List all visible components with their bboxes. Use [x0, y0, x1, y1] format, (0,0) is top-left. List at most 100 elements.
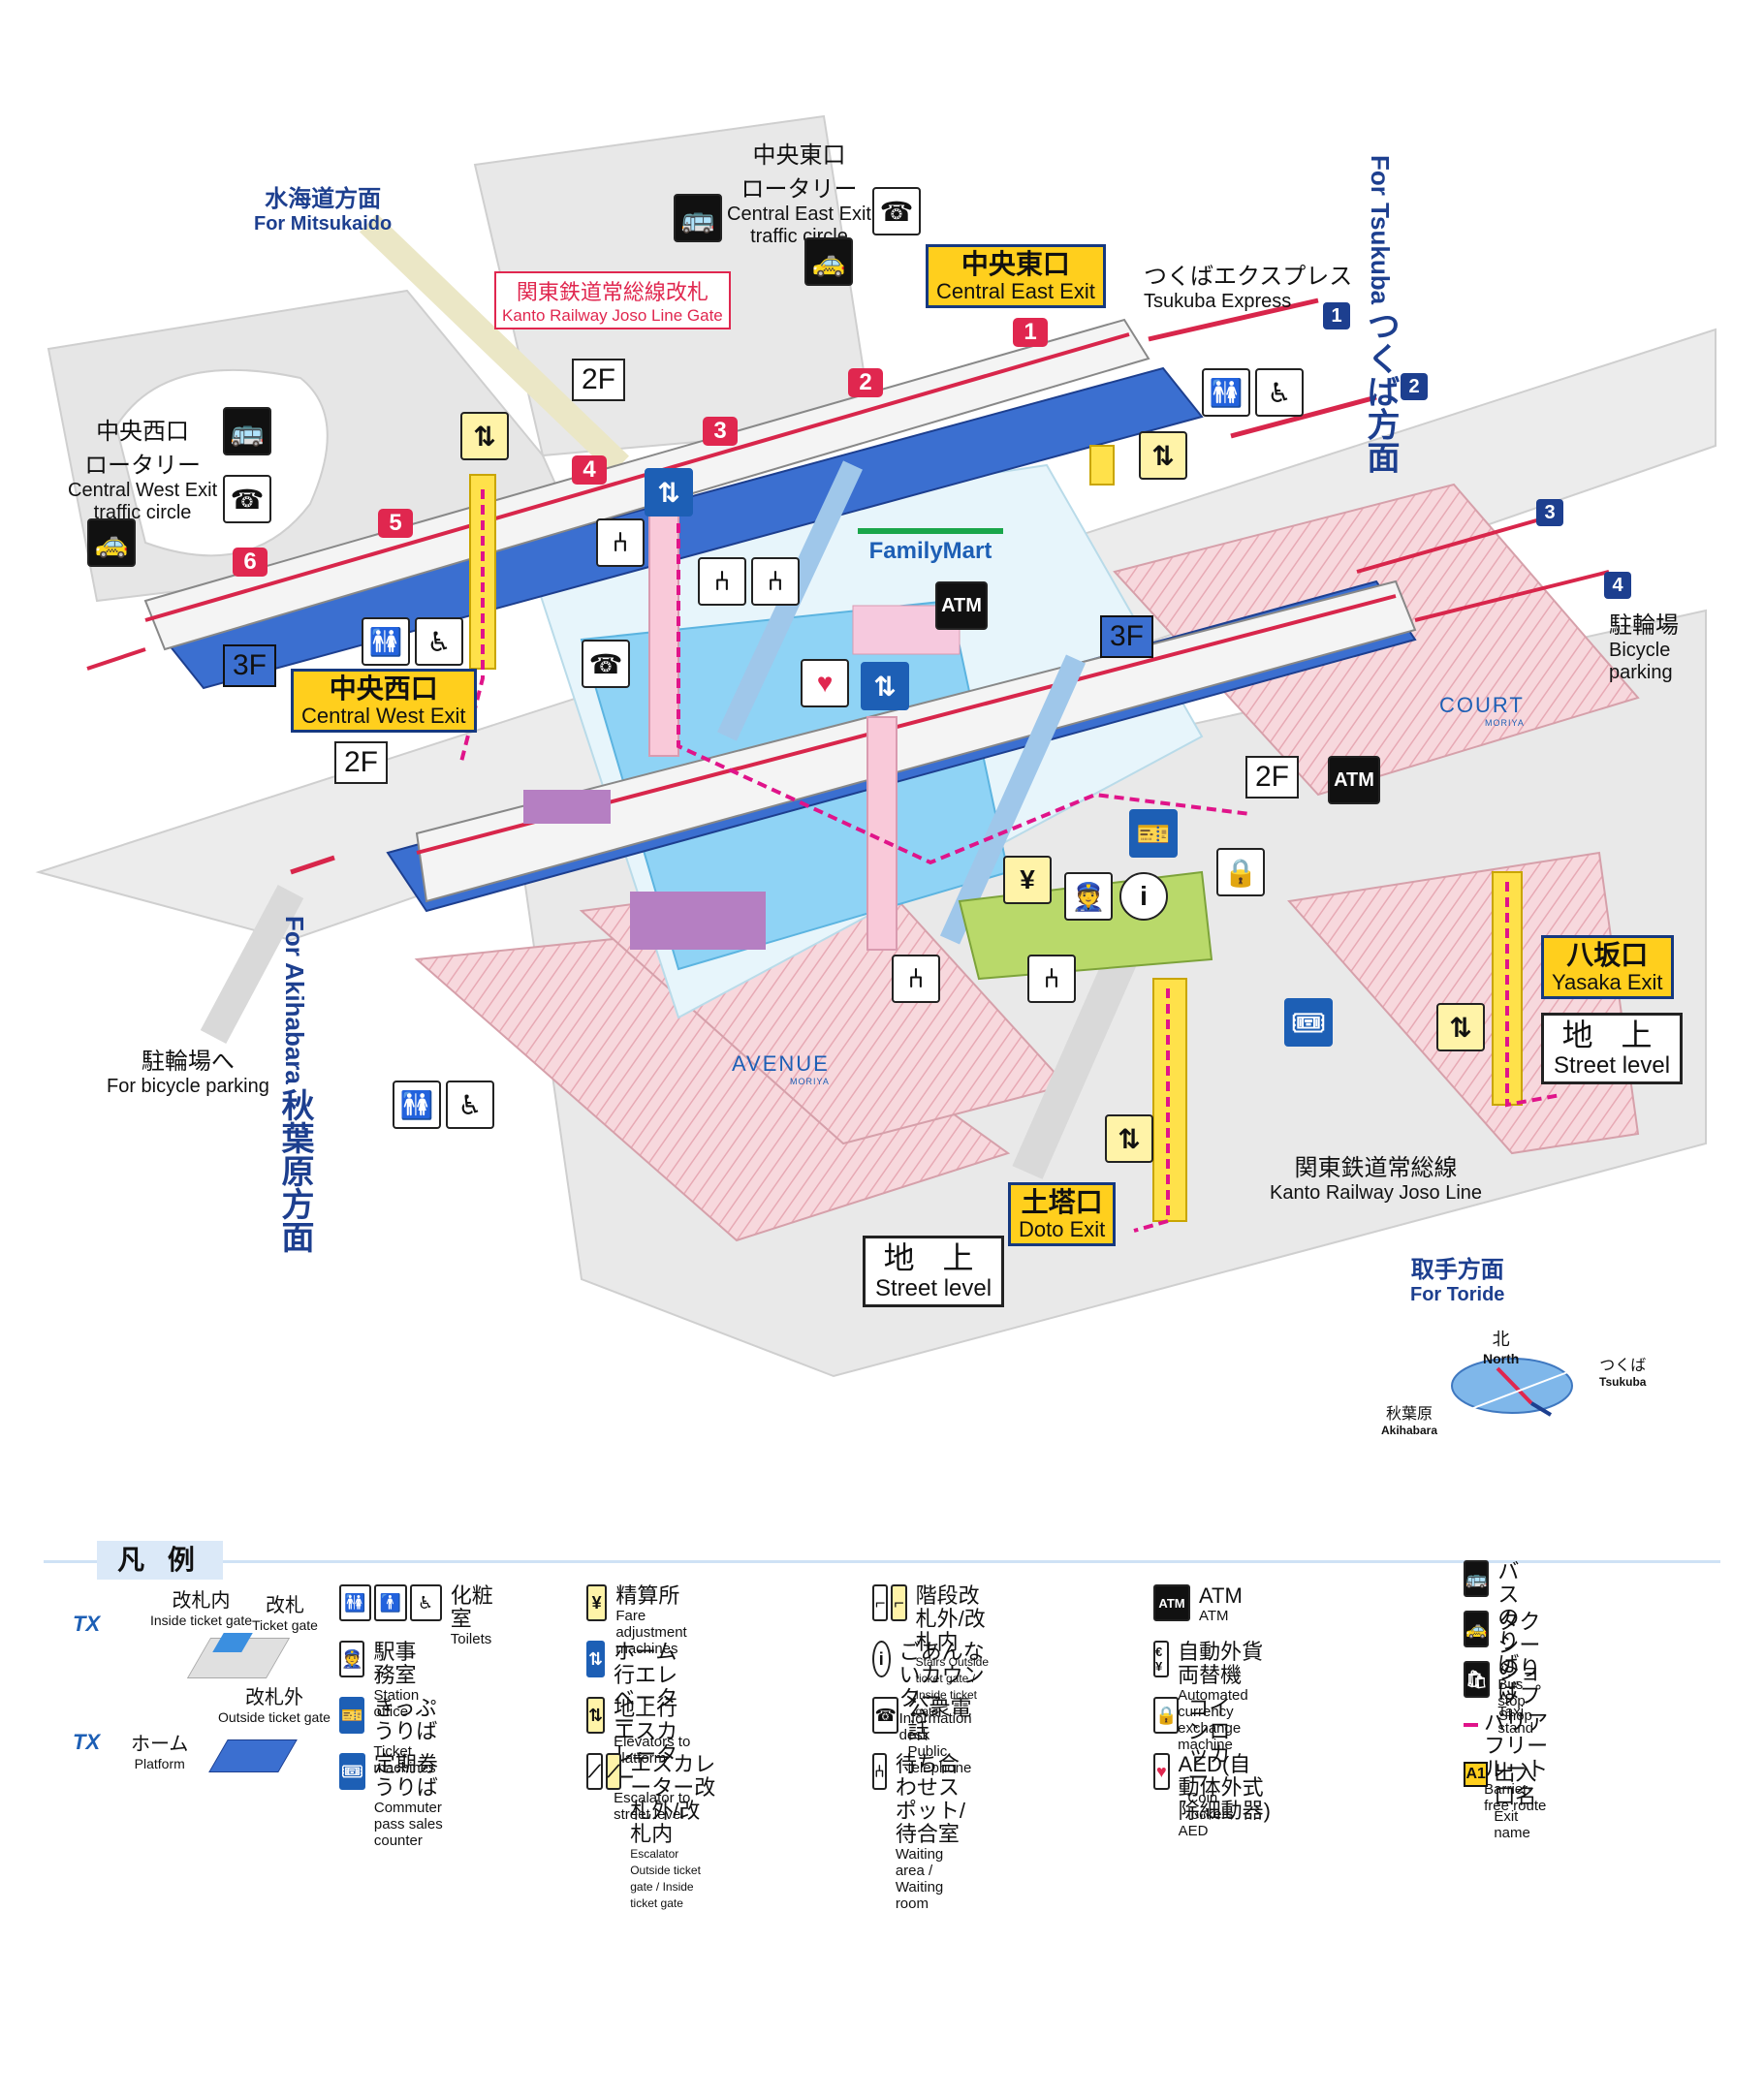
legend-elevator-platform-jp: ホーム行エレベーター: [614, 1640, 678, 1734]
exit-central-east[interactable]: 中央東口 Central East Exit: [926, 244, 1106, 308]
street-level-doto-en: Street level: [875, 1275, 992, 1301]
tx-logo-1: TX: [73, 1612, 101, 1636]
tx-direction-3: 3: [1536, 499, 1563, 526]
court-venue-label: COURT MORIYA: [1439, 693, 1525, 728]
legend-bus-en: Bus stop: [1497, 1676, 1526, 1709]
legend-inside-gate-en: Inside ticket gate: [150, 1613, 253, 1628]
shop-icon: 🛍: [1464, 1661, 1490, 1698]
toilet-icon-west: 🚻: [362, 617, 410, 666]
compass-akihabara-label: 秋葉原 Akihabara: [1381, 1400, 1437, 1437]
stairs-outside-icon: ⌐: [872, 1584, 889, 1621]
escalator-inside-icon: ⟋: [605, 1753, 622, 1790]
legend-platform: ホーム Platform: [131, 1728, 188, 1771]
tx-arrow-1: [1148, 298, 1319, 342]
ticket-machine-icon: 🎫: [1129, 809, 1178, 858]
legend-exit-name-en: Exit name: [1494, 1808, 1530, 1841]
legend-toilets-en: Toilets: [450, 1631, 492, 1647]
exit-central-west-jp: 中央西口: [329, 674, 438, 704]
west-rotary-jp2: ロータリー: [84, 453, 202, 479]
tx-direction-1: 1: [1323, 302, 1350, 329]
legend-waiting-jp: 待ち合わせスポット/待合室: [895, 1752, 965, 1846]
escalator-lower: [939, 654, 1087, 945]
ticket-machine-icon: 🎫: [339, 1697, 365, 1734]
direction-tsukuba-en: For Tsukuba: [1366, 155, 1395, 305]
waiting-area-icon-5: ⑃: [1027, 955, 1076, 1003]
compass-akihabara-jp: 秋葉原: [1386, 1406, 1433, 1423]
legend-bus-jp: バスのりば: [1497, 1559, 1520, 1676]
legend-item-aed: ♥ AED(自動体外式除細動器)AED: [1153, 1753, 1272, 1839]
kanto-line-jp: 関東鉄道常総線: [1294, 1155, 1458, 1181]
legend-elevator-street-jp: 地上行エスカレーター: [614, 1696, 678, 1790]
waiting-area-icon-3: ⑃: [751, 557, 800, 606]
wheelchair-icon-west: ♿: [415, 617, 463, 666]
shop-block-west: [523, 790, 611, 824]
bus-icon-west: 🚌: [223, 407, 271, 455]
legend-inside-gate: 改札内 Inside ticket gate: [150, 1584, 252, 1628]
toilet-icon-east: 🚻: [1202, 368, 1250, 417]
atm-icon: ATM: [1153, 1584, 1190, 1621]
family-mart-label: FamilyMart: [858, 528, 1003, 565]
direction-tsukuba: For Tsukuba つくば方面: [1357, 155, 1404, 474]
exit-central-west[interactable]: 中央西口 Central West Exit: [291, 669, 477, 733]
barrier-free-route-yasaka: [1505, 882, 1561, 1108]
legend-stairs-jp: 階段改札外/改札内: [915, 1583, 986, 1654]
street-level-yasaka-jp: 地 上: [1561, 1018, 1662, 1052]
elevator-street-icon-yasaka: ⇅: [1436, 1003, 1485, 1051]
bicycle-jp: 駐輪場: [1609, 612, 1679, 639]
tx-logo-2: TX: [73, 1730, 101, 1754]
legend-gate-jp: 改札: [265, 1595, 304, 1616]
kanto-gate-jp: 関東鉄道常総線改札: [516, 280, 709, 304]
escalator-doto: [1012, 924, 1150, 1179]
compass-north-jp: 北: [1492, 1330, 1510, 1349]
tx-direction-2: 2: [1401, 373, 1428, 400]
toilet-icon: 🚻: [339, 1584, 372, 1621]
wheelchair-icon-south: ♿: [446, 1081, 494, 1129]
legend-currency-jp: 自動外貨両替機: [1178, 1640, 1264, 1687]
east-rotary-en1: Central East Exit: [727, 204, 871, 225]
legend-platform-jp: ホーム: [131, 1734, 189, 1755]
direction-akihabara: For Akihabara 秋葉原方面: [271, 916, 319, 1253]
legend-shop-jp: ショップ: [1497, 1660, 1541, 1707]
coin-locker-icon: 🔒: [1216, 848, 1265, 896]
information-icon: i: [1119, 872, 1168, 921]
legend-information-jp: ごあんないカウンター: [898, 1640, 985, 1710]
west-rotary-en1: Central West Exit: [68, 480, 218, 501]
compass-axis: [1467, 1370, 1571, 1411]
west-rotary-en2: traffic circle: [93, 502, 192, 523]
bicycle-to-jp: 駐輪場へ: [141, 1049, 235, 1075]
waiting-area-icon: ⑃: [596, 518, 645, 567]
legend-gate-diagram: 改札内 Inside ticket gate 改札 Ticket gate TX…: [73, 1584, 334, 1798]
taxi-icon-west: 🚕: [87, 518, 136, 567]
compass-needle-south: [1529, 1401, 1553, 1417]
akihabara-arrow-upper: [86, 647, 146, 671]
compass-tsukuba-jp: つくば: [1599, 1358, 1647, 1374]
tx-direction-4: 4: [1604, 572, 1631, 599]
legend-fare-en: Fare adjustment machines: [615, 1608, 687, 1657]
exit-doto[interactable]: 土塔口 Doto Exit: [1008, 1182, 1117, 1246]
level-3f-east: 3F: [1100, 615, 1154, 658]
telephone-icon: ☎: [872, 1697, 899, 1734]
legend-ticket-machines-en: Ticket machines: [373, 1743, 436, 1776]
legend-escalator-en: Escalator Outside ticket gate / Inside t…: [630, 1847, 701, 1910]
avenue-venue-label: AVENUE MORIYA: [732, 1051, 830, 1086]
legend-ticket-machines-jp: きっぷうりば: [373, 1696, 438, 1743]
fare-adjustment-icon: ¥: [1003, 856, 1052, 904]
legend-elevator-street-en: Escalator to street level: [614, 1790, 691, 1823]
legend-toilets-jp: 化粧室: [450, 1583, 493, 1631]
fare-adjustment-icon: ¥: [586, 1584, 608, 1621]
exit-yasaka[interactable]: 八坂口 Yasaka Exit: [1541, 935, 1674, 999]
elevator-street-icon-west: ⇅: [460, 412, 509, 460]
waiting-area-icon-4: ⑃: [892, 955, 940, 1003]
wheelchair-icon: ♿: [409, 1584, 442, 1621]
compass-tsukuba-en: Tsukuba: [1599, 1375, 1647, 1389]
exit-central-east-jp: 中央東口: [961, 249, 1070, 279]
for-bicycle-parking-label: 駐輪場へ For bicycle parking: [107, 1042, 269, 1098]
